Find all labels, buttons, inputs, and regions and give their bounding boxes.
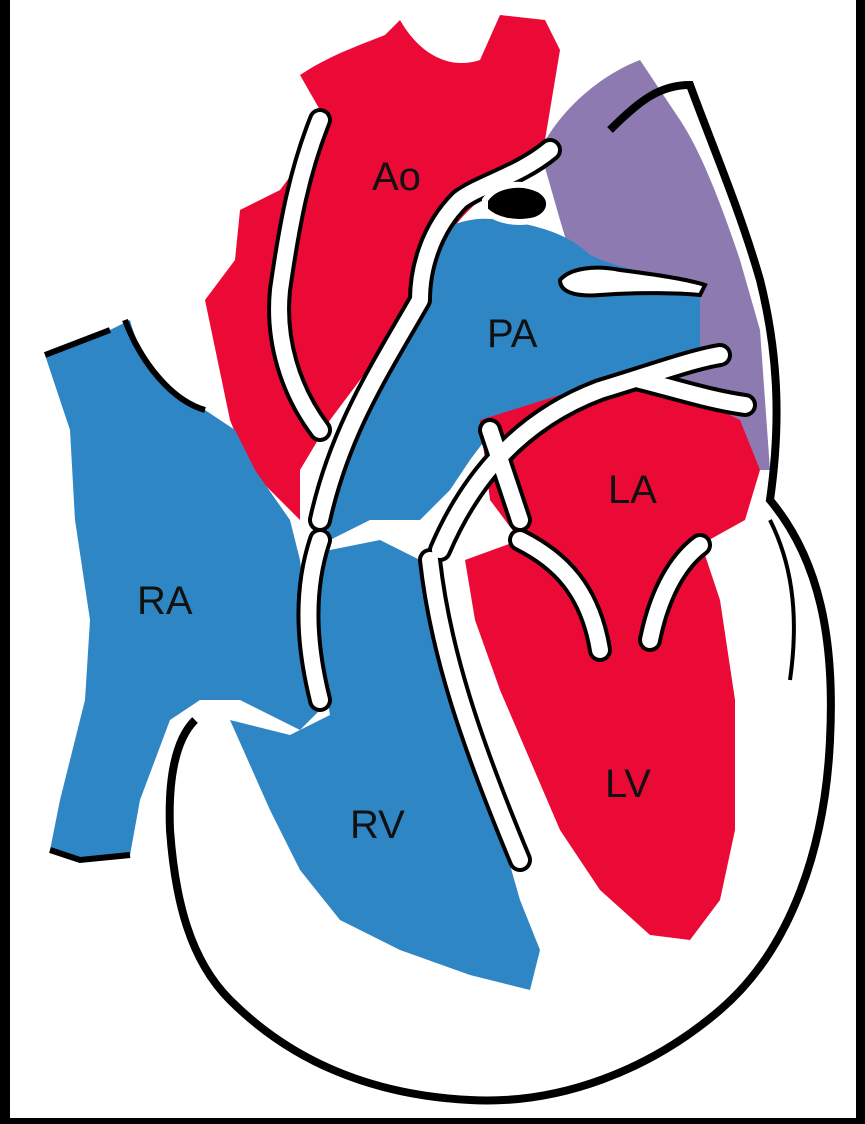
label-pa: PA <box>487 312 538 356</box>
label-lv: LV <box>605 762 651 806</box>
label-la: LA <box>608 468 657 512</box>
label-rv: RV <box>350 803 405 847</box>
label-ao: Ao <box>372 155 421 199</box>
label-ra: RA <box>137 579 193 623</box>
ductus-arteriosus <box>485 185 549 222</box>
